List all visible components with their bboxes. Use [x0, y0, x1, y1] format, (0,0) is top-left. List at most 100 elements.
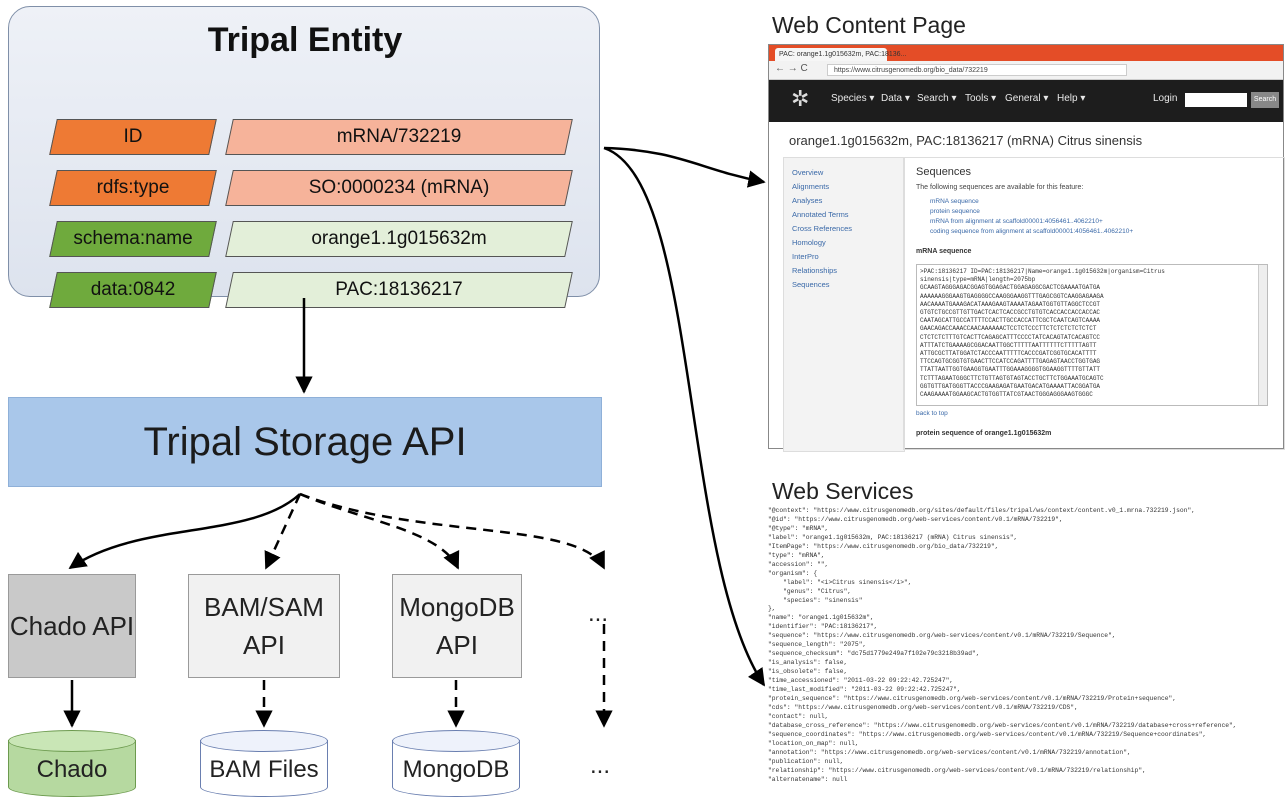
- json-line: "contact": null,: [768, 712, 829, 720]
- sequence-line: GAACAGACCAAACCAACAAAAAACTCCTCTCCCTTCTCTC…: [920, 325, 1097, 333]
- json-line: "alternatename": null: [768, 775, 848, 783]
- entity-key-type: rdfs:type: [49, 170, 217, 206]
- sidebar-item-cross-references[interactable]: Cross References: [792, 224, 853, 233]
- back-forward-icon[interactable]: ← → C: [775, 63, 808, 74]
- sidebar-item-annotated-terms[interactable]: Annotated Terms: [792, 210, 849, 219]
- back-to-top-link[interactable]: back to top: [916, 410, 948, 417]
- entity-value-type: SO:0000234 (mRNA): [225, 170, 573, 206]
- nav-help[interactable]: Help ▾: [1057, 93, 1086, 104]
- browser-address-bar: ← → C https://www.citrusgenomedb.org/bio…: [769, 61, 1283, 80]
- json-line: "@context": "https://www.citrusgenomedb.…: [768, 507, 1195, 514]
- browser-screenshot: PAC: orange1.1g015632m, PAC:18136... ← →…: [768, 44, 1285, 452]
- sequence-textbox[interactable]: >PAC:18136217 ID=PAC:18136217|Name=orang…: [916, 264, 1268, 406]
- sequence-line: AAAAAAGGGAAGTGAGGGGCCAAGGGAAGGTTTGAGCGGT…: [920, 292, 1104, 300]
- json-line: "accession": "",: [768, 560, 829, 568]
- json-line: },: [768, 605, 776, 613]
- json-line: "@id": "https://www.citrusgenomedb.org/w…: [768, 515, 1063, 523]
- entity-key-id: ID: [49, 119, 217, 155]
- json-line: "genus": "Citrus",: [768, 587, 852, 595]
- chado-api-box: Chado API: [8, 574, 136, 678]
- sidebar-item-homology[interactable]: Homology: [792, 238, 826, 247]
- sidebar-item-relationships[interactable]: Relationships: [792, 266, 838, 275]
- link-protein-sequence[interactable]: protein sequence: [930, 208, 980, 215]
- sequence-line: TCTTTAGAATGGGCTTCTGTTAGTGTAGTACCTGCTTCTG…: [920, 374, 1104, 382]
- json-line: "name": "orange1.1g015632m",: [768, 614, 874, 622]
- link-mrna-alignment[interactable]: mRNA from alignment at scaffold00001:405…: [930, 218, 1103, 225]
- json-line: "organism": {: [768, 569, 818, 577]
- mrna-sequence-label: mRNA sequence: [916, 248, 972, 255]
- json-line: "protein_sequence": "https://www.citrusg…: [768, 695, 1177, 703]
- nav-search[interactable]: Search ▾: [917, 93, 957, 104]
- web-content-heading: Web Content Page: [772, 12, 966, 38]
- storage-to-mongodb-api-arrow: [299, 492, 460, 570]
- api-label-line1: BAM/SAM: [204, 592, 324, 622]
- chado-database-icon: Chado: [8, 730, 136, 802]
- storage-to-more-apis-arrow: [299, 492, 606, 570]
- sidebar-item-analyses[interactable]: Analyses: [792, 196, 823, 205]
- bam-files-storage-icon: BAM Files: [200, 730, 328, 802]
- sequence-scrollbar[interactable]: [1258, 265, 1267, 405]
- feature-sidebar: Overview Alignments Analyses Annotated T…: [783, 157, 905, 452]
- api-label-line2: API: [243, 630, 285, 660]
- storage-to-bam-api-arrow: [264, 493, 302, 570]
- entity-key-data: data:0842: [49, 272, 217, 308]
- sequence-line: GGTGTTGATGGGTTACCCGAAGAGATGAATGACATGAAAA…: [920, 382, 1101, 390]
- site-search-button[interactable]: Search: [1251, 92, 1279, 108]
- nav-data[interactable]: Data ▾: [881, 93, 910, 104]
- storage-to-chado-api-arrow: [68, 493, 301, 570]
- sidebar-item-sequences[interactable]: Sequences: [792, 280, 830, 289]
- store-label: Chado: [36, 756, 108, 783]
- api-label: Chado API: [9, 611, 135, 641]
- tripal-storage-api: Tripal Storage API: [8, 397, 602, 487]
- sequence-line: CAATAGCATTGCCATTTTCCACTTGCCACCATTCGCTCAA…: [920, 317, 1101, 325]
- protein-sequence-label: protein sequence of orange1.1g015632m: [916, 430, 1052, 437]
- json-line: "sequence_checksum": "dc75d1779e249a7f10…: [768, 650, 980, 658]
- json-line: "time_accessioned": "2011-03-22 09:22:42…: [768, 677, 954, 685]
- sidebar-item-overview[interactable]: Overview: [792, 168, 824, 177]
- site-search-input[interactable]: [1185, 93, 1247, 107]
- entity-title: Tripal Entity: [207, 21, 403, 59]
- entity-value-data: PAC:18136217: [225, 272, 573, 308]
- link-coding-alignment[interactable]: coding sequence from alignment at scaffo…: [930, 228, 1134, 235]
- more-apis-ellipsis: ...: [588, 600, 609, 627]
- nav-tools[interactable]: Tools ▾: [965, 93, 997, 104]
- nav-login[interactable]: Login: [1153, 93, 1178, 104]
- browser-tab[interactable]: PAC: orange1.1g015632m, PAC:18136...: [775, 48, 906, 61]
- json-line: "label": "<i>Citrus sinensis</i>",: [768, 578, 912, 586]
- entity-value-id: mRNA/732219: [225, 119, 573, 155]
- json-line: "annotation": "https://www.citrusgenomed…: [768, 748, 1131, 756]
- json-line: "species": "sinensis": [768, 596, 863, 604]
- json-line: "publication": null,: [768, 757, 844, 765]
- tripal-entity-panel: Tripal Entity ID mRNA/732219 rdfs:type S…: [8, 6, 600, 308]
- site-logo-icon[interactable]: ✲: [791, 86, 810, 111]
- sidebar-item-alignments[interactable]: Alignments: [792, 182, 830, 191]
- json-line: "type": "mRNA",: [768, 551, 825, 559]
- nav-general[interactable]: General ▾: [1005, 93, 1049, 104]
- sequence-line: ATTGCGCTTATGGATCTACCCAATTTTTCACCCGATCGGT…: [920, 350, 1097, 358]
- more-stores-ellipsis: ...: [590, 752, 611, 779]
- sequence-lines: GCAAGTAGGGAGACGGAGTGGAGACTGGAGAGGCGACTCG…: [920, 284, 1264, 399]
- feature-page-title: orange1.1g015632m, PAC:18136217 (mRNA) C…: [789, 133, 1143, 148]
- json-response-view: "@context": "https://www.citrusgenomedb.…: [768, 507, 1284, 809]
- json-line: "label": "orange1.1g015632m, PAC:1813621…: [768, 533, 1018, 541]
- mongodb-api-box: MongoDB API: [392, 574, 522, 678]
- link-mrna-sequence[interactable]: mRNA sequence: [930, 198, 979, 205]
- fasta-header: >PAC:18136217 ID=PAC:18136217|Name=orang…: [920, 268, 1165, 284]
- json-line: "sequence": "https://www.citrusgenomedb.…: [768, 632, 1116, 640]
- nav-species[interactable]: Species ▾: [831, 93, 875, 104]
- sidebar-item-interpro[interactable]: InterPro: [792, 252, 819, 261]
- sequence-line: CAAGAAAATGGAAGCACTGTGGTTATCGTAACTGGGAGGG…: [920, 391, 1093, 399]
- sequence-line: TTCCAGTGCGGTGTGAACTTCCATCCAGATTTTGAGAGTA…: [920, 358, 1101, 366]
- api-label-line2: API: [436, 630, 478, 660]
- url-field[interactable]: https://www.citrusgenomedb.org/bio_data/…: [827, 64, 1127, 76]
- json-line: "is_obsolete": false,: [768, 668, 848, 676]
- sequence-line: CTCTCTCTTTGTCACTTCAGAGCATTTCCCCTATCACAGT…: [920, 333, 1101, 341]
- json-line: "cds": "https://www.citrusgenomedb.org/w…: [768, 703, 1078, 711]
- sequences-title: Sequences: [916, 166, 972, 178]
- json-line: "relationship": "https://www.citrusgenom…: [768, 766, 1146, 774]
- json-line: "database_cross_reference": "https://www…: [768, 721, 1237, 729]
- json-line: "sequence_length": "2075",: [768, 641, 867, 649]
- entity-to-web-content-arrow: [603, 146, 766, 188]
- entity-key-name: schema:name: [49, 221, 217, 257]
